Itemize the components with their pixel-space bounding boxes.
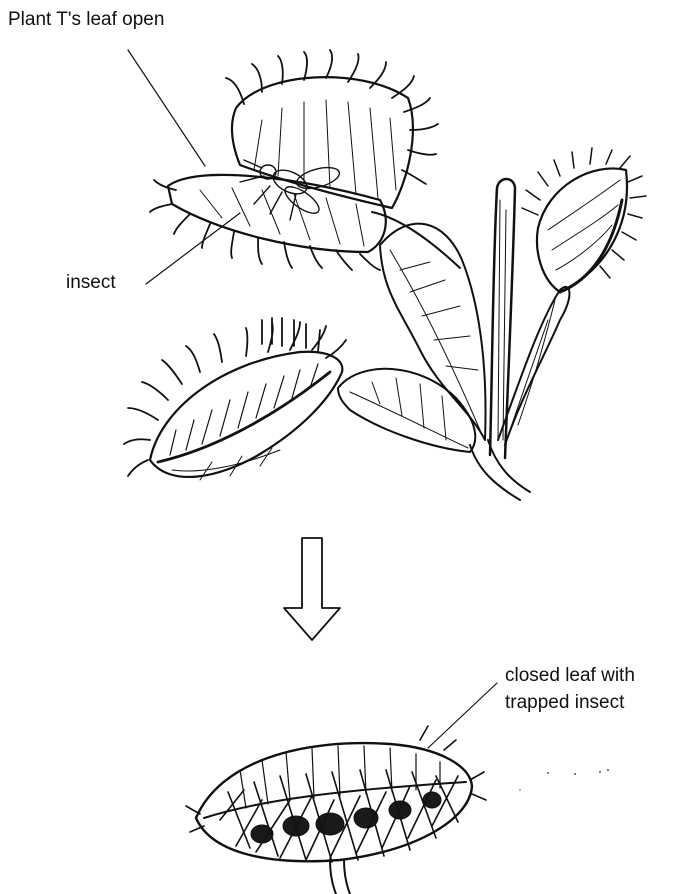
leader-line-closed-leaf	[428, 683, 497, 748]
closed-trap-leaf	[186, 726, 486, 894]
scan-speckles	[519, 769, 609, 791]
label-open-leaf: Plant T's leaf open	[8, 8, 164, 32]
stem	[470, 440, 530, 500]
plant-with-open-leaf	[124, 50, 646, 500]
leader-line-insect	[146, 213, 240, 284]
open-trap-leaf	[150, 50, 460, 270]
leader-line-open-leaf	[128, 50, 205, 166]
large-leaf-blade	[380, 224, 486, 440]
label-closed-leaf: closed leaf with	[505, 664, 635, 688]
flower-stalk	[490, 179, 515, 458]
down-arrow	[284, 538, 340, 640]
label-insect: insect	[66, 271, 116, 295]
label-trapped-insect: trapped insect	[505, 691, 624, 715]
middle-leaf	[338, 369, 475, 452]
lower-left-trap	[124, 318, 346, 480]
fly-insect	[240, 160, 342, 220]
upper-right-trap	[522, 148, 646, 292]
